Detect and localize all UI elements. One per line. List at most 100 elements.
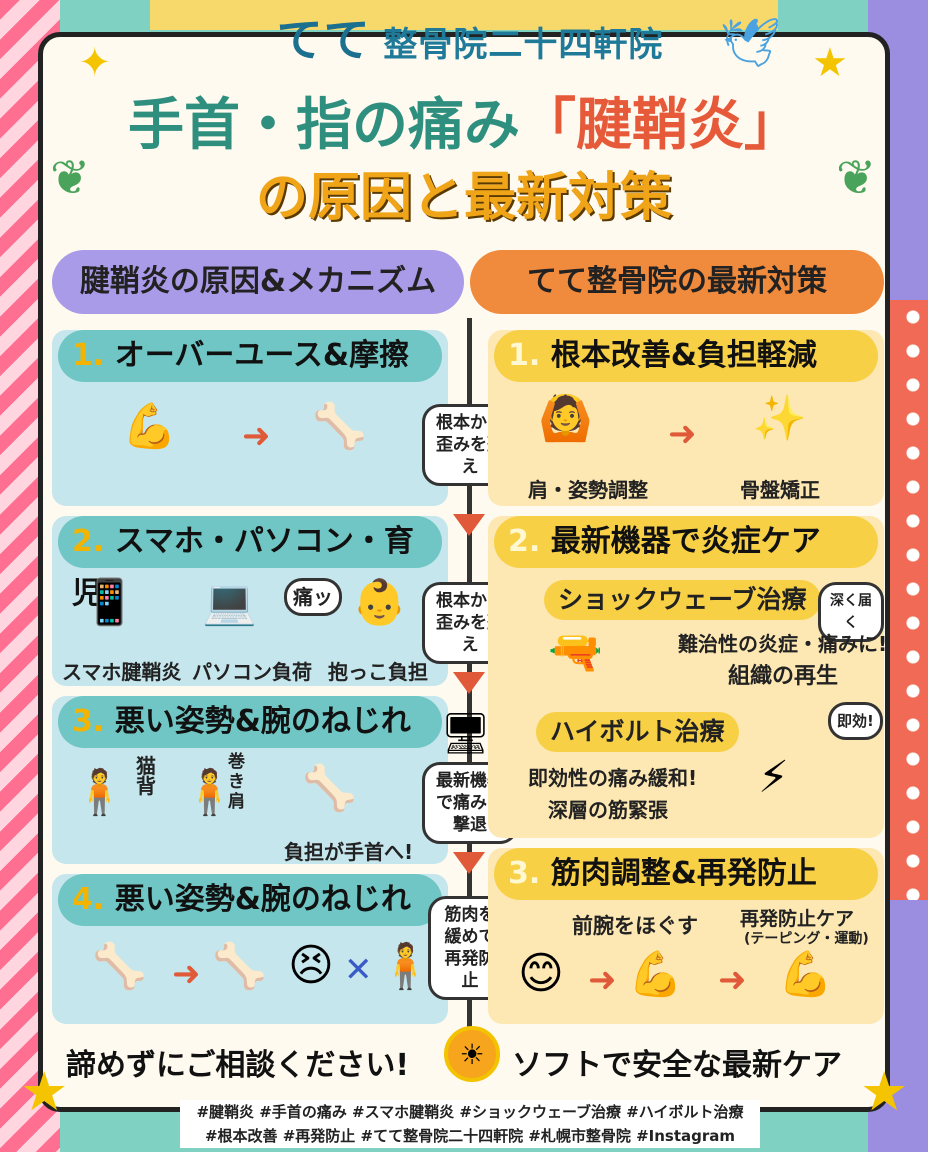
speech-bubble: 即効! [828,702,883,740]
forearm-icon: 💪 [628,949,683,1000]
panel-header: 1. 根本改善&負担軽減 [494,330,878,382]
left-panel-4: 4. 悪い姿勢&腕のねじれ 🦴 ➜ 🦴 😣 ✕ 🧍 [52,874,448,1024]
cross-icon: ✕ [344,950,373,990]
arrow-right-icon: ➜ [172,954,201,994]
label-forearm: 前腕をほぐす [572,914,698,938]
shockwave-desc-1: 難治性の炎症・痛みに! [678,632,888,656]
panel-header: 3. 悪い姿勢&腕のねじれ [58,696,442,748]
panel-title: 筋肉調整&再発防止 [550,856,817,891]
label-smartphone: スマホ腱鞘炎 [62,660,182,684]
title-line-2: の原因と最新対策 [255,168,672,228]
hashtag-line-2: #根本改善 #再発防止 #てて整骨院二十四軒院 #札幌市整骨院 #Instagr… [204,1127,736,1145]
right-panel-2: 2. 最新機器で炎症ケア ショックウェーブ治療 深く届く 🔫 難治性の炎症・痛み… [488,516,888,838]
twisted-arm-icon: 🦴 [302,763,357,814]
brand-te: てて [276,13,371,67]
arrow-down-icon [453,852,485,874]
panel-title: 根本改善&負担軽減 [550,338,817,373]
brand-header: てて 整骨院二十四軒院 [220,8,720,72]
spine-icon: 🦴 [212,941,267,992]
hivolt-label: ハイボルト治療 [536,712,739,752]
rounded-shoulder-person-icon: 🧍 [182,767,237,818]
left-panel-2: 2. スマホ・パソコン・育児 📱 💻 👶 痛ッ スマホ腱鞘炎 パソコン負荷 抱っ… [52,516,448,686]
label-nekoze: 猫背 [136,754,156,798]
arrow-down-icon [453,672,485,694]
title-line-1: 手首・指の痛み「腱鞘炎」 [40,90,888,162]
hivolt-device-icon: ⚡ [758,752,789,803]
baby-icon: 👶 [352,577,407,628]
panel-number: 1. [72,338,105,373]
background-top [150,0,778,30]
panel-title: スマホ・パソコン・育児 [72,524,414,611]
shoulder-icon: 🙆 [538,393,593,444]
right-panel-3: 3. 筋肉調整&再発防止 前腕をほぐす 再発防止ケア (テーピング・運動) 😊 … [488,848,884,1024]
star-icon: ✦ [78,40,112,86]
footer-left-text: 諦めずにご相談ください! [66,1048,410,1083]
star-icon: ★ [20,1060,69,1123]
pelvis-icon: 🦴 [92,941,147,992]
label-makikata: 巻き肩 [228,752,245,812]
panel-number: 2. [508,524,541,559]
muscle-icon: 💪 [122,401,177,452]
arrow-right-icon: ➜ [242,416,271,456]
hivolt-desc-2: 深層の筋緊張 [548,798,668,822]
speech-bubble: 深く届く [818,582,884,642]
label-prevention-sub: (テーピング・運動) [744,931,869,947]
hashtag-line-1: #腱鞘炎 #手首の痛み #スマホ腱鞘炎 #ショックウェーブ治療 #ハイボルト治療 [196,1103,744,1121]
label-holding: 抱っこ負担 [328,660,428,684]
star-icon: ★ [860,1060,909,1123]
label-pc: パソコン負荷 [192,660,312,684]
brand-name: 整骨院二十四軒院 [383,25,664,65]
panel-title: 悪い姿勢&腕のねじれ [114,704,411,739]
footer-right-text: ソフトで安全な最新ケア [512,1048,842,1083]
joint-icon: 🦴 [312,401,367,452]
panel-header: 4. 悪い姿勢&腕のねじれ [58,874,442,926]
smiling-person-icon: 😊 [518,948,564,999]
arrow-right-icon: ➜ [718,960,747,1000]
speech-bubble: 痛ッ [284,578,342,616]
label-wrist-burden: 負担が手首へ! [284,840,414,864]
panel-header: 3. 筋肉調整&再発防止 [494,848,878,900]
right-column-header: てて整骨院の最新対策 [470,250,884,314]
panel-header: 1. オーバーユース&摩擦 [58,330,442,382]
worried-person-icon: 🧍 [378,941,433,992]
title-part-b: 「腱鞘炎」 [520,93,800,158]
label-pelvis: 骨盤矯正 [740,478,820,502]
panel-header: 2. スマホ・パソコン・育児 [58,516,442,611]
left-panel-3: 3. 悪い姿勢&腕のねじれ 🧍 🧍 猫背 巻き肩 🦴 負担が手首へ! [52,696,448,864]
arrow-right-icon: ➜ [668,414,697,454]
label-prevention: 再発防止ケア [740,908,855,930]
shockwave-desc-2: 組織の再生 [728,664,839,689]
star-icon: ★ [812,40,848,86]
panel-number: 2. [72,524,105,559]
panel-number: 1. [508,338,541,373]
right-panel-1: 1. 根本改善&負担軽減 🙆 ➜ ✨ 肩・姿勢調整 骨盤矯正 [488,330,884,506]
phone-user-icon: 📱 [82,577,137,628]
title-part-a: 手首・指の痛み [128,93,520,158]
device-icon: 🖥 [440,711,491,757]
panel-number: 4. [72,882,105,917]
laptop-user-icon: 💻 [202,577,257,628]
shockwave-device-icon: 🔫 [548,627,603,678]
panel-title: オーバーユース&摩擦 [114,338,410,373]
hashtags: #腱鞘炎 #手首の痛み #スマホ腱鞘炎 #ショックウェーブ治療 #ハイボルト治療… [180,1100,760,1148]
hivolt-desc-1: 即効性の痛み緩和! [528,766,698,790]
arrow-right-icon: ➜ [588,960,617,1000]
pelvis-sparkle-icon: ✨ [752,393,807,444]
leaf-icon: ❦ [836,150,877,206]
left-panel-1: 1. オーバーユース&摩擦 💪 ➜ 🦴 [52,330,448,506]
panel-number: 3. [508,856,541,891]
strong-person-icon: 💪 [778,949,833,1000]
sun-icon: ☀ [444,1026,500,1082]
panel-title: 悪い姿勢&腕のねじれ [114,882,411,917]
slouching-person-icon: 🧍 [72,767,127,818]
bird-icon: 🕊 [720,15,781,71]
panel-number: 3. [72,704,105,739]
leaf-icon: ❦ [50,150,91,206]
left-column-header: 腱鞘炎の原因&メカニズム [52,250,464,314]
panel-title: 最新機器で炎症ケア [550,524,821,559]
label-shoulder-posture: 肩・姿勢調整 [528,478,648,502]
panel-header: 2. 最新機器で炎症ケア [494,516,878,568]
arrow-down-icon [453,514,485,536]
shockwave-label: ショックウェーブ治療 [544,580,821,620]
sad-face-icon: 😣 [288,940,334,991]
